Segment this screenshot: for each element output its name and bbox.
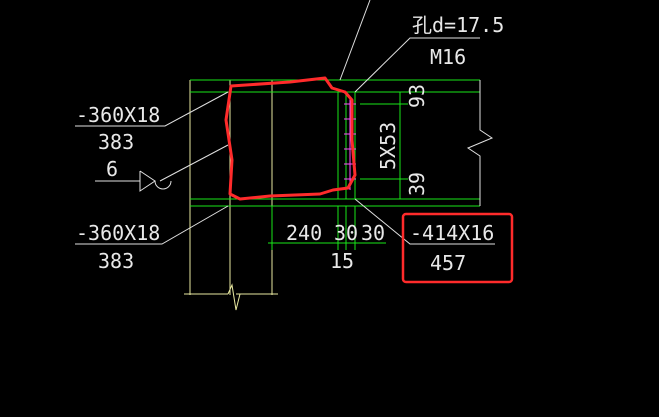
vertical-dimensions [360,91,408,200]
dim-93-label: 93 [405,84,429,108]
web-plate [337,92,356,199]
red-markup [224,76,357,201]
dim-15-label: 15 [330,249,354,273]
web-plate-length-label: 457 [430,251,466,275]
web-plate-size-label: -414X16 [410,221,494,245]
horizontal-dimensions [268,206,386,250]
dim-30-b-label: 30 [361,221,385,245]
beam-break [466,80,494,206]
leaders [75,0,495,245]
dim-39-label: 39 [405,172,429,196]
dim-30-a-label: 30 [334,221,358,245]
dim-5x53-label: 5X53 [376,122,400,170]
bottom-plate-length-label: 383 [98,249,134,273]
bottom-flange-plate [190,198,480,207]
column [184,80,278,311]
weld-size-label: 6 [106,157,118,181]
bolt-spec-label: M16 [430,45,466,69]
dim-240-label: 240 [286,221,322,245]
red-highlight-box [401,212,514,284]
top-plate-size-label: -360X18 [76,103,160,127]
top-flange-plate [190,79,480,93]
bottom-plate-size-label: -360X18 [76,221,160,245]
top-plate-length-label: 383 [98,130,134,154]
bolt-line [344,96,356,190]
hole-diameter-label: 孔d=17.5 [412,13,504,37]
